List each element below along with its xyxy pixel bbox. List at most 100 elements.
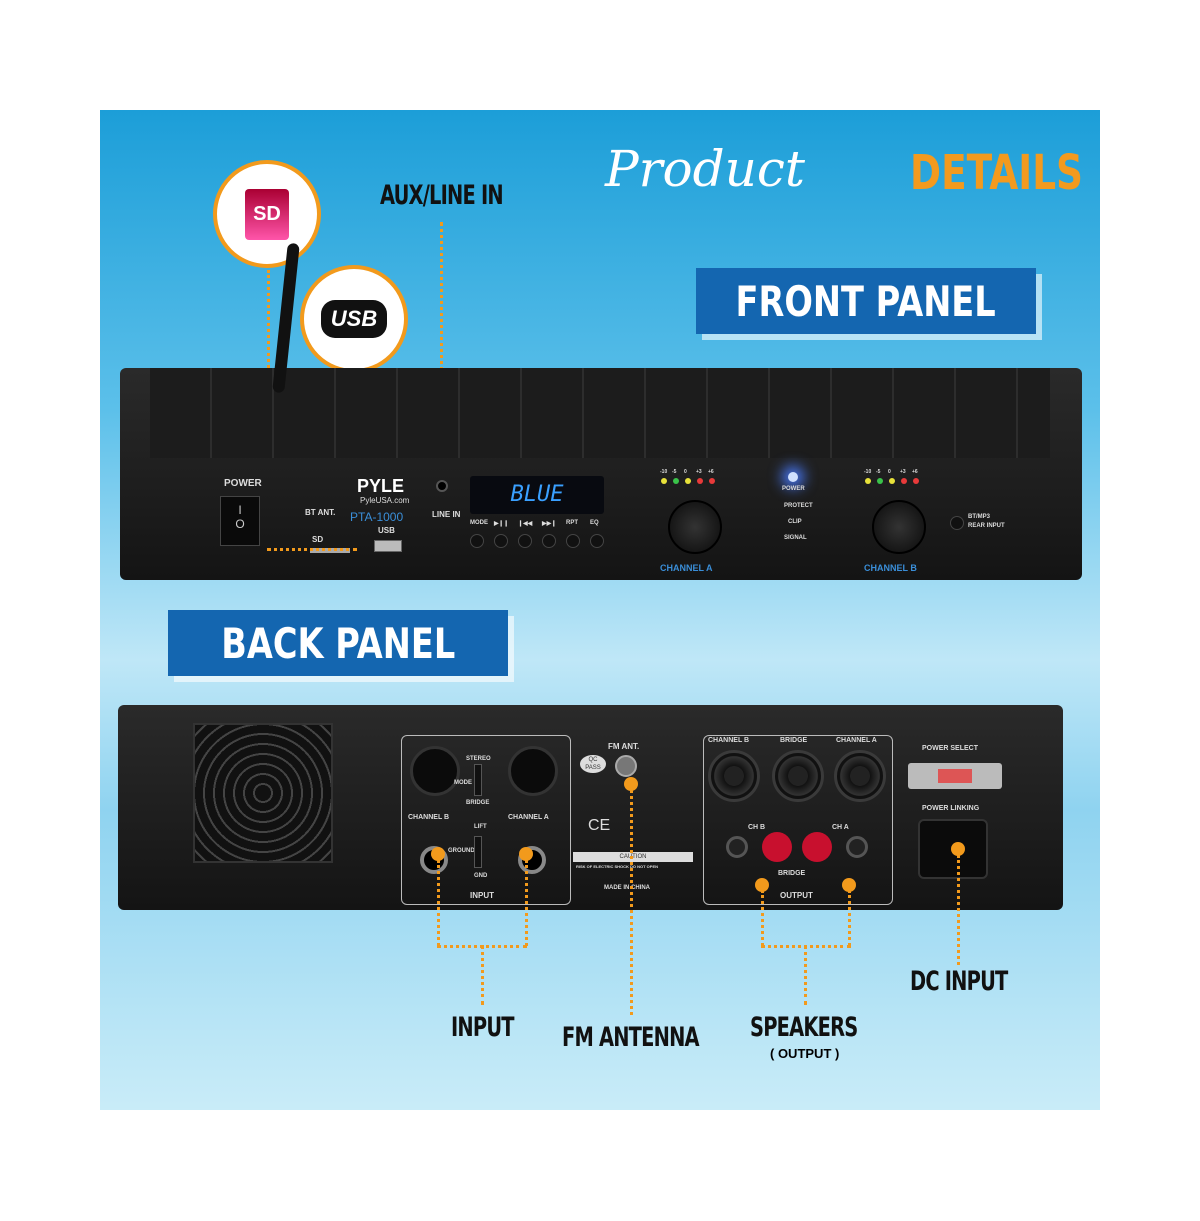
meter-label: +3 bbox=[696, 469, 702, 475]
meter-label: -10 bbox=[864, 469, 872, 475]
mode-switch[interactable] bbox=[474, 764, 482, 796]
transport-button-label: RPT bbox=[566, 520, 578, 526]
front-panel-banner: FRONT PANEL bbox=[696, 268, 1036, 334]
bt-mp3-label: BT/MP3 bbox=[968, 514, 991, 520]
rear-input-label: REAR INPUT bbox=[968, 523, 1005, 529]
channel-a-knob[interactable] bbox=[668, 500, 722, 554]
fm-dot bbox=[624, 777, 638, 791]
meter-label: 0 bbox=[684, 469, 687, 475]
input-a-dot bbox=[519, 847, 533, 861]
bt-ant-label: BT ANT. bbox=[305, 508, 336, 517]
input-channel-b-label: CHANNEL B bbox=[408, 814, 450, 821]
meter-led bbox=[889, 478, 895, 484]
input-section-label: INPUT bbox=[470, 891, 494, 900]
meter-led bbox=[913, 478, 919, 484]
caution-text: RISK OF ELECTRIC SHOCK DO NOT OPEN bbox=[576, 864, 659, 869]
meter-label: -10 bbox=[660, 469, 668, 475]
meter-led bbox=[673, 478, 679, 484]
ground-label: GROUND bbox=[448, 848, 475, 854]
channel-b-knob[interactable] bbox=[872, 500, 926, 554]
input-leader-a bbox=[525, 860, 528, 946]
meter-label: -5 bbox=[672, 469, 677, 475]
xlr-input-a[interactable] bbox=[508, 746, 558, 796]
spk-a-dot bbox=[842, 878, 856, 892]
title-bold: DETAILS bbox=[910, 145, 1084, 201]
speakon-channel-b[interactable] bbox=[708, 750, 760, 802]
speakon-channel-a[interactable] bbox=[834, 750, 886, 802]
spk-leader-a bbox=[848, 890, 851, 946]
status-protect: PROTECT bbox=[784, 503, 813, 509]
binding-post-b-neg[interactable] bbox=[726, 836, 748, 858]
label-fm-antenna: FM ANTENNA bbox=[562, 1022, 700, 1053]
ch-b-label: CH B bbox=[748, 824, 766, 831]
output-section-label: OUTPUT bbox=[780, 891, 813, 900]
transport-button[interactable] bbox=[518, 534, 532, 548]
ce-mark: CE bbox=[588, 817, 611, 834]
dc-leader bbox=[957, 855, 960, 965]
brand-site: PyleUSA.com bbox=[360, 496, 410, 505]
label-dc-input: DC INPUT bbox=[910, 966, 1008, 997]
transport-button[interactable] bbox=[566, 534, 580, 548]
meter-led bbox=[697, 478, 703, 484]
power-linking-label: POWER LINKING bbox=[922, 805, 980, 812]
title-script: Product bbox=[605, 140, 805, 198]
spk-b-dot bbox=[755, 878, 769, 892]
out-channel-b-label: CHANNEL B bbox=[708, 737, 750, 744]
sd-card-icon: SD bbox=[213, 160, 321, 268]
usb-port[interactable] bbox=[374, 540, 402, 552]
transport-button[interactable] bbox=[494, 534, 508, 548]
label-aux-line-in: AUX/LINE IN bbox=[380, 180, 504, 211]
lcd-display: BLUE bbox=[470, 476, 604, 514]
status-signal: SIGNAL bbox=[784, 535, 807, 541]
aux-leader bbox=[440, 222, 443, 492]
transport-button[interactable] bbox=[590, 534, 604, 548]
label-input: INPUT bbox=[451, 1012, 515, 1043]
meter-led bbox=[661, 478, 667, 484]
transport-button-label: EQ bbox=[590, 520, 599, 526]
channel-a-label: CHANNEL A bbox=[660, 563, 713, 573]
transport-button[interactable] bbox=[470, 534, 484, 548]
binding-post-a-neg[interactable] bbox=[846, 836, 868, 858]
line-in-jack[interactable] bbox=[436, 480, 448, 492]
meter-led bbox=[901, 478, 907, 484]
label-speakers-sub: ( OUTPUT ) bbox=[770, 1046, 840, 1061]
fm-ant-label: FM ANT. bbox=[608, 742, 640, 751]
bridge-mode-label: BRIDGE bbox=[466, 800, 490, 806]
line-in-label: LINE IN bbox=[432, 510, 461, 519]
power-select-label: POWER SELECT bbox=[922, 745, 979, 752]
binding-post-b-pos[interactable] bbox=[762, 832, 792, 862]
ch-a-label: CH A bbox=[832, 824, 849, 831]
output-section: CHANNEL B BRIDGE CHANNEL A CH B CH A BRI… bbox=[703, 735, 893, 905]
xlr-input-b[interactable] bbox=[410, 746, 460, 796]
meter-label: +6 bbox=[708, 469, 714, 475]
brand-logo: PYLE bbox=[357, 476, 405, 496]
sd-usb-leader bbox=[267, 548, 357, 551]
channel-b-label: CHANNEL B bbox=[864, 563, 917, 573]
meter-led bbox=[685, 478, 691, 484]
meter-led bbox=[709, 478, 715, 484]
sd-label: SD bbox=[312, 535, 324, 544]
transport-button-label: MODE bbox=[470, 520, 488, 526]
transport-button[interactable] bbox=[542, 534, 556, 548]
bt-rear-input-button[interactable] bbox=[950, 516, 964, 530]
out-channel-a-label: CHANNEL A bbox=[836, 737, 877, 744]
meter-led bbox=[877, 478, 883, 484]
transport-button-label: ▶❙❙ bbox=[494, 521, 509, 527]
caution-label: CAUTION bbox=[573, 852, 693, 862]
binding-post-a-pos[interactable] bbox=[802, 832, 832, 862]
power-select-switch[interactable] bbox=[908, 763, 1002, 789]
meter-label: +3 bbox=[900, 469, 906, 475]
mode-label: MODE bbox=[454, 780, 472, 786]
usb-label: USB bbox=[378, 526, 395, 535]
input-leader-b bbox=[437, 860, 440, 946]
speakon-bridge[interactable] bbox=[772, 750, 824, 802]
ground-switch[interactable] bbox=[474, 836, 482, 868]
dc-dot bbox=[951, 842, 965, 856]
input-section: STEREO BRIDGE MODE CHANNEL B CHANNEL A L… bbox=[401, 735, 571, 905]
bridge-post-label: BRIDGE bbox=[778, 870, 806, 877]
meter-label: +6 bbox=[912, 469, 918, 475]
fm-antenna-jack[interactable] bbox=[615, 755, 637, 777]
stereo-label: STEREO bbox=[466, 756, 491, 762]
